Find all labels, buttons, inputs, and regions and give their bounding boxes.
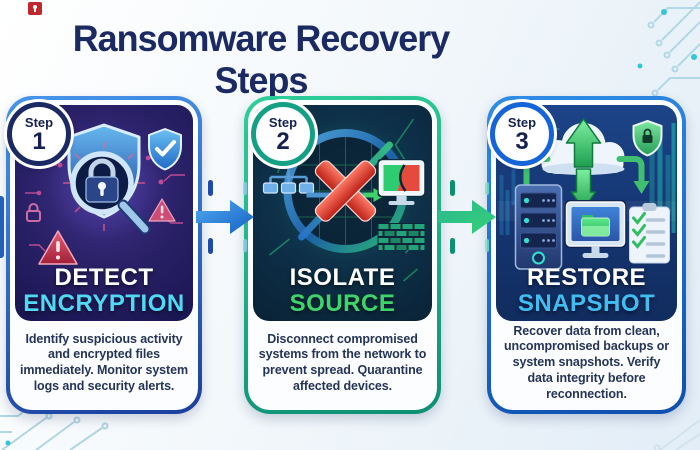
firewall-bricks-icon [377, 223, 426, 250]
page-title: Ransomware Recovery Steps [72, 18, 451, 101]
badge-number: 3 [515, 127, 529, 155]
step-card-restore-snapshot: RESTORE SNAPSHOT Recover data from clean… [487, 96, 686, 414]
badge-number: 2 [276, 127, 290, 155]
left-edge-accent-bar [0, 196, 4, 258]
step-card-detect-encryption: DETECT ENCRYPTION Identify suspicious ac… [6, 96, 202, 414]
red-lock-mark-icon [28, 2, 42, 15]
step-1-description: Identify suspicious activity and encrypt… [20, 331, 188, 393]
step-2-badge: Step 2 [251, 102, 315, 166]
shield-lock-icon [63, 123, 151, 235]
badge-label: Step [268, 114, 298, 130]
monitor-chart-icon [377, 159, 426, 205]
step-2-description: Disconnect compromised systems from the … [258, 331, 427, 393]
step-1-heading-line1: DETECT [54, 264, 154, 292]
green-shield-lock-icon [632, 120, 663, 157]
step-3-heading-line2: SNAPSHOT [517, 289, 656, 317]
monitor-folder-icon [564, 200, 627, 258]
arrow-step2-to-step3-icon [438, 180, 496, 254]
checklist-icon [629, 203, 670, 264]
badge-label: Step [24, 114, 54, 130]
small-lock-outline-icon [26, 203, 41, 222]
red-x-icon [314, 160, 377, 222]
step-2-heading-line2: SOURCE [289, 289, 396, 317]
step-1-heading-line2: ENCRYPTION [23, 289, 185, 317]
step-3-heading-line1: RESTORE [526, 264, 647, 292]
badge-number: 1 [32, 127, 46, 155]
warning-triangle-icon [38, 230, 78, 265]
signal-bars [499, 123, 676, 235]
step-3-badge: Step 3 [490, 102, 554, 166]
step-1-badge: Step 1 [7, 102, 71, 166]
detect-encryption-illustration: DETECT ENCRYPTION [15, 105, 193, 321]
step-card-isolate-source: ISOLATE SOURCE Disconnect compromised sy… [244, 96, 441, 414]
badge-label: Step [507, 114, 537, 130]
server-rack-icon [514, 184, 563, 270]
down-arrowhead [633, 181, 650, 194]
step-2-heading-line1: ISOLATE [289, 264, 396, 292]
arrow-step1-to-step2-icon [196, 180, 254, 254]
step-3-description: Recover data from clean, uncompromised b… [504, 323, 669, 401]
check-shield-icon [148, 128, 182, 171]
up-down-arrows-icon [565, 118, 602, 210]
warning-triangle-small-icon [148, 198, 176, 222]
